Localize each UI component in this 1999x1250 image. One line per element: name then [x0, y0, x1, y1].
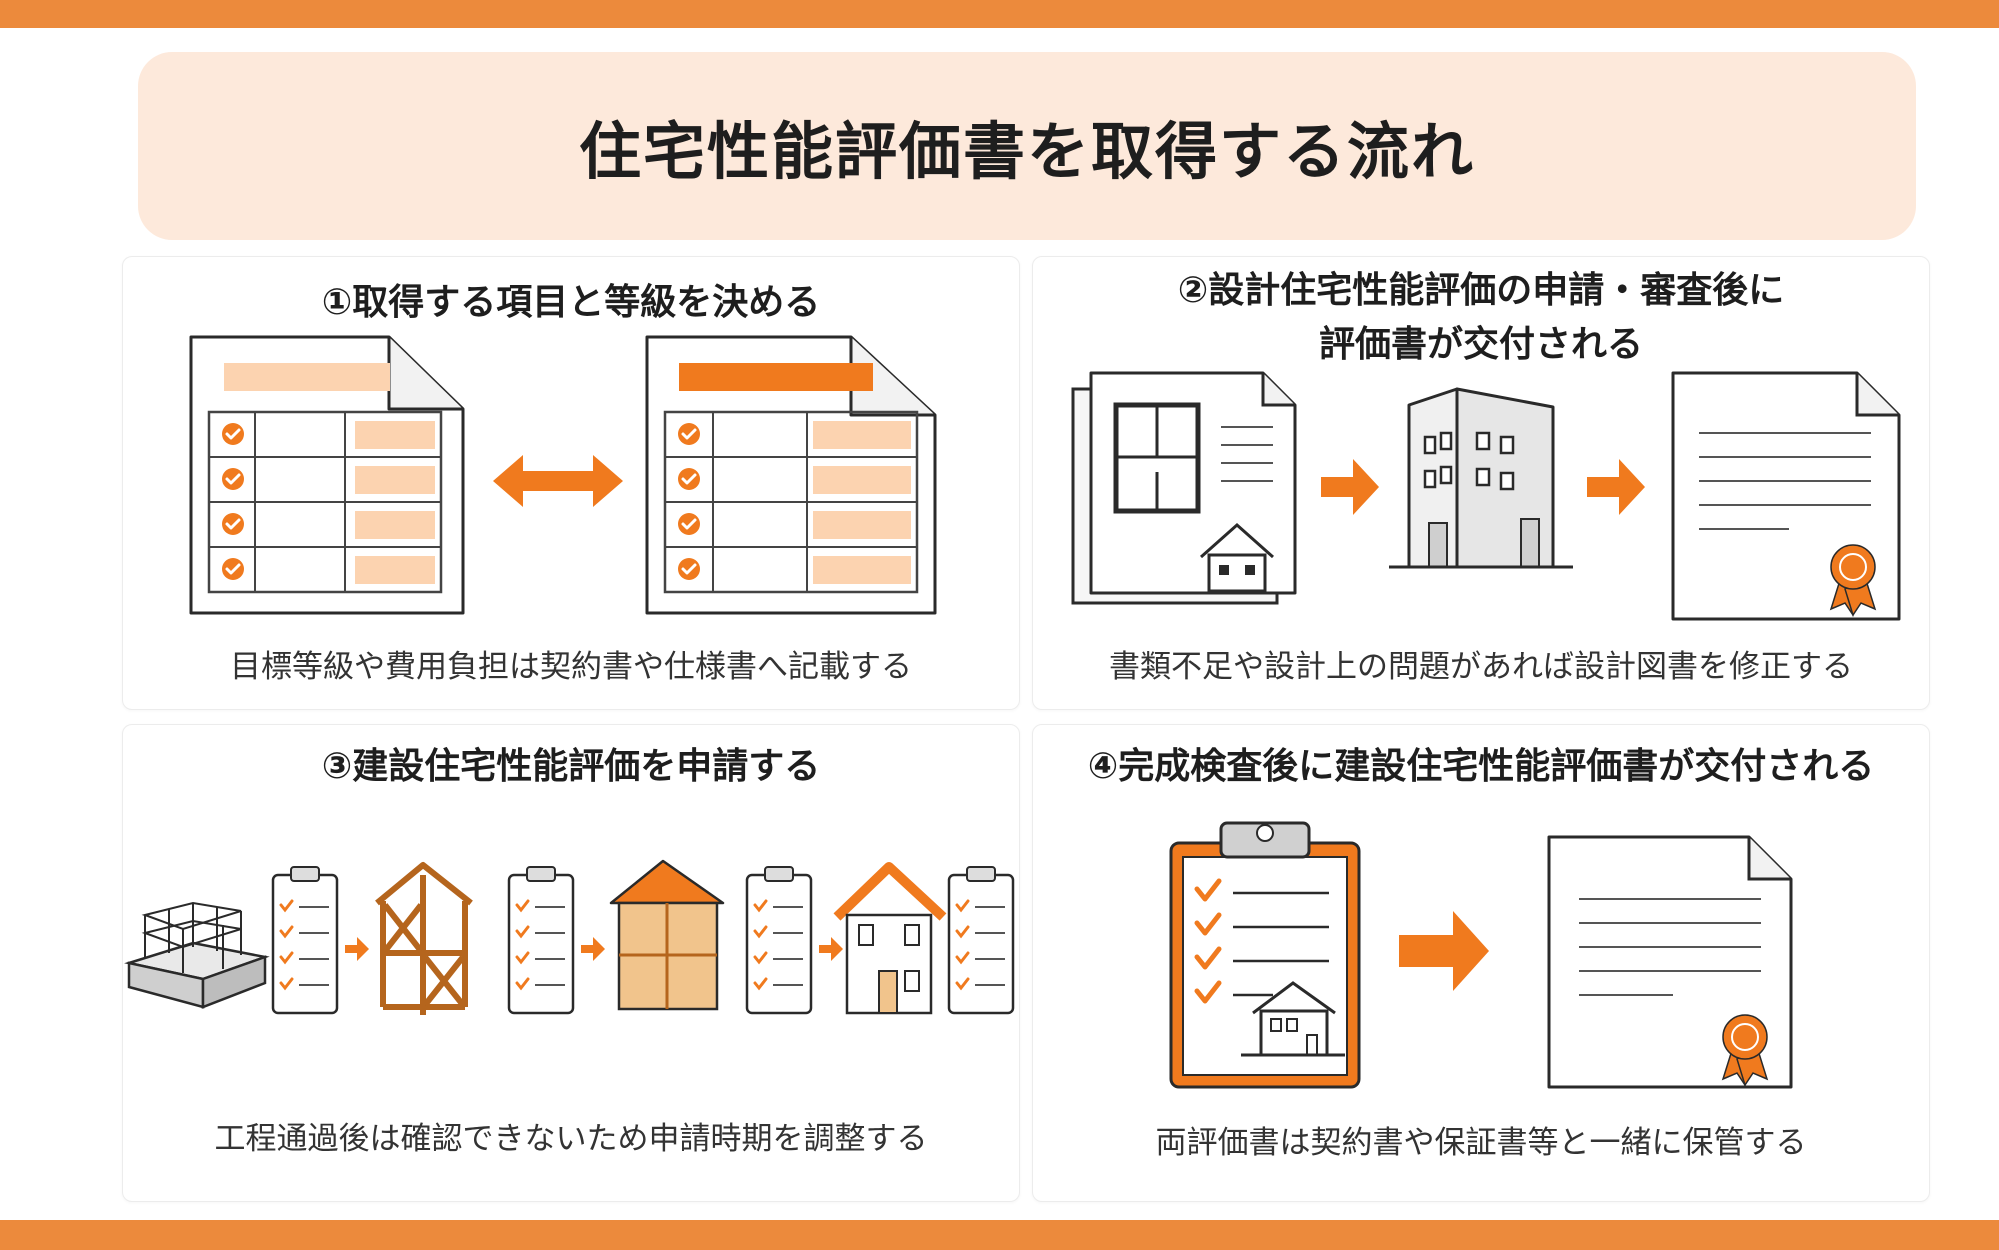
step-2-illustration — [1071, 371, 1901, 621]
step-1-illustration — [189, 335, 937, 615]
certificate-icon — [1547, 835, 1793, 1089]
document-right-icon — [645, 335, 937, 615]
bottom-accent-bar — [0, 1220, 1999, 1250]
arrow-icon — [345, 937, 369, 961]
step-3-caption: 工程通過後は確認できないため申請時期を調整する — [214, 1121, 928, 1157]
finished-house-icon — [833, 862, 947, 1015]
step-3-illustration — [124, 859, 1015, 1015]
step-1-caption: 目標等級や費用負担は契約書や仕様書へ記載する — [230, 649, 912, 685]
top-accent-bar — [0, 0, 1999, 28]
step-4-caption: 両評価書は契約書や保証書等と一緒に保管する — [1155, 1125, 1807, 1161]
step-4-illustration — [1169, 821, 1793, 1089]
certificate-icon — [1671, 371, 1901, 621]
step-2-panel: ②設計住宅性能評価の申請・審査後に 評価書が交付される — [1032, 256, 1930, 710]
document-left-icon — [189, 335, 465, 615]
step-2-title-line2: 評価書が交付される — [1318, 324, 1643, 365]
arrow-icon — [1399, 911, 1489, 991]
step-4-panel: ④完成検査後に建設住宅性能評価書が交付される — [1032, 724, 1930, 1202]
double-arrow-icon — [493, 455, 623, 507]
inspection-clipboard-icon — [1169, 821, 1361, 1089]
step-1-panel: ①取得する項目と等級を決める — [122, 256, 1020, 710]
step-2-caption: 書類不足や設計上の問題があれば設計図書を修正する — [1109, 649, 1853, 685]
step-2-title-line1: ②設計住宅性能評価の申請・審査後に — [1177, 270, 1785, 311]
blueprint-document-icon — [1071, 371, 1297, 605]
timber-frame-icon — [375, 862, 473, 1015]
title-banner: 住宅性能評価書を取得する流れ — [138, 52, 1916, 240]
step-4-title: ④完成検査後に建設住宅性能評価書が交付される — [1087, 746, 1875, 787]
foundation-icon — [124, 901, 270, 1009]
arrow-icon — [1587, 459, 1645, 515]
arrow-icon — [581, 937, 605, 961]
checklist-icon — [271, 866, 339, 1015]
arrow-icon — [819, 937, 843, 961]
step-3-title: ③建設住宅性能評価を申請する — [321, 746, 821, 787]
step-1-title: ①取得する項目と等級を決める — [321, 282, 821, 323]
checklist-icon — [507, 866, 575, 1015]
checklist-icon — [947, 866, 1015, 1015]
office-building-icon — [1389, 387, 1573, 569]
step-3-panel: ③建設住宅性能評価を申請する — [122, 724, 1020, 1202]
checklist-icon — [745, 866, 813, 1015]
page-title: 住宅性能評価書を取得する流れ — [578, 115, 1475, 188]
arrow-icon — [1321, 459, 1379, 515]
house-construction-icon — [609, 859, 725, 1011]
